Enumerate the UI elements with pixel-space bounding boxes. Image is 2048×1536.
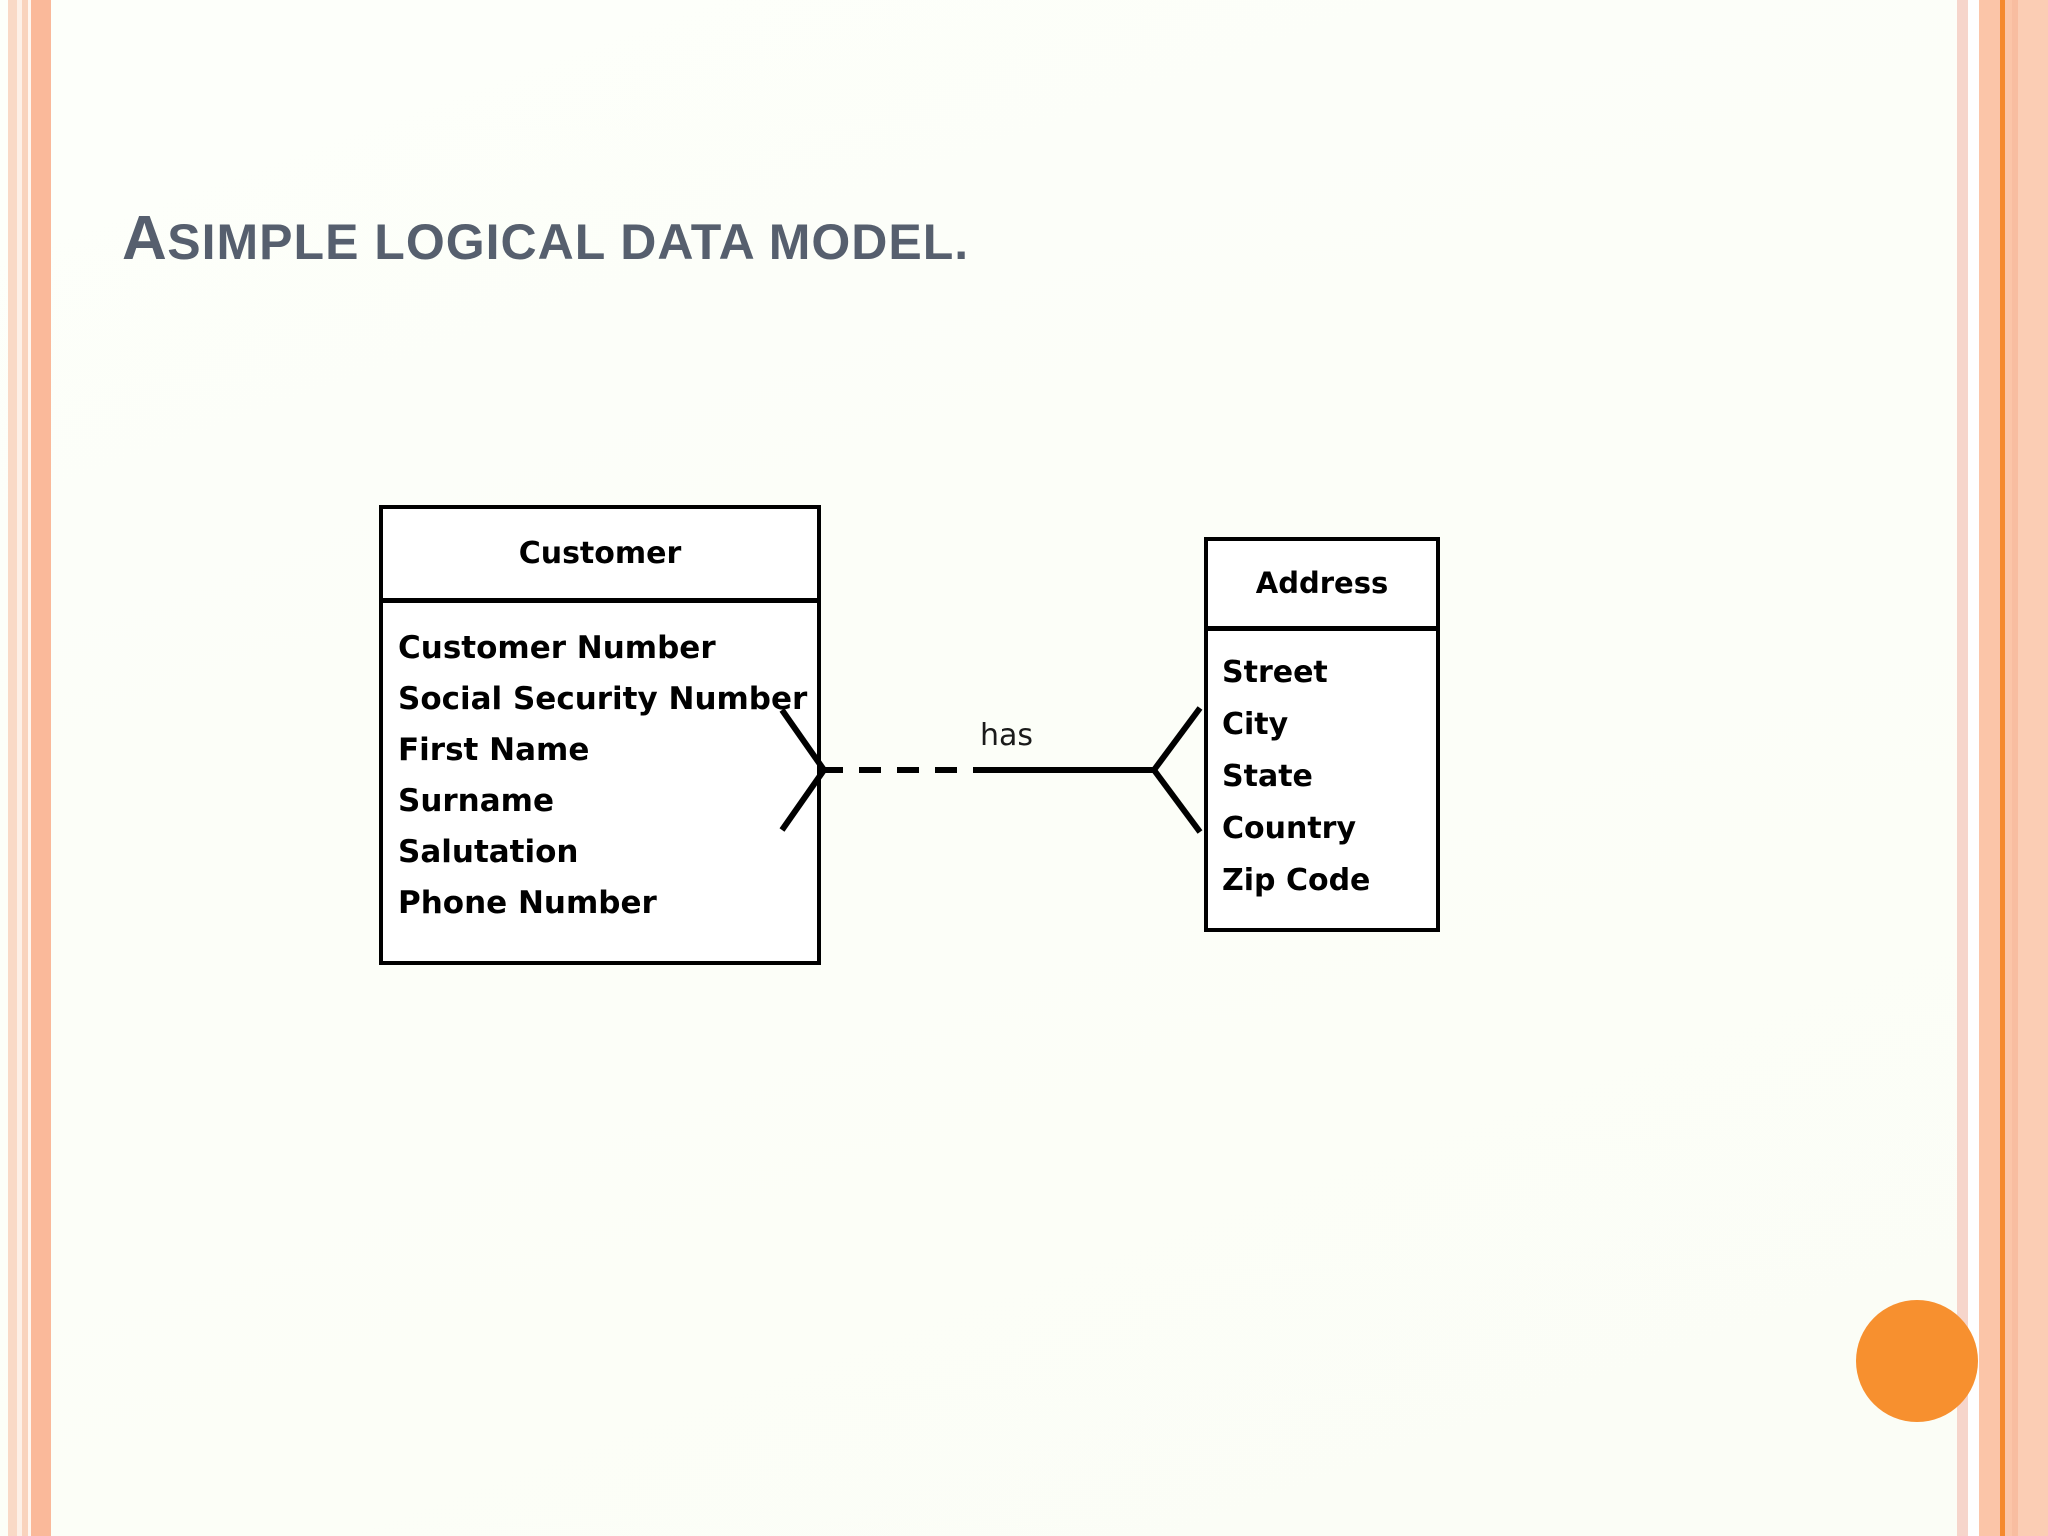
attribute-row: Social Security Number: [398, 681, 808, 717]
attribute-row: Salutation: [398, 834, 579, 870]
entity-customer: Customer Customer Number Social Security…: [379, 505, 821, 965]
entity-address-header: Address: [1255, 566, 1389, 600]
relationship-connector: [779, 706, 1203, 834]
attribute-row: City: [1222, 707, 1289, 742]
attribute-row: Zip Code: [1222, 863, 1371, 898]
attribute-row: State: [1222, 759, 1313, 794]
entity-address-divider: [1208, 626, 1436, 631]
title-remainder: SIMPLE LOGICAL DATA MODEL.: [167, 214, 970, 270]
attribute-row: Phone Number: [398, 885, 657, 921]
entity-customer-divider: [383, 598, 817, 603]
relationship-label-has: has: [980, 718, 1034, 753]
page-title: ASIMPLE LOGICAL DATA MODEL.: [122, 206, 969, 271]
title-first-letter: A: [122, 204, 168, 273]
entity-customer-header: Customer: [518, 536, 682, 571]
entity-address: Address Street City State Country Zip Co…: [1204, 537, 1440, 932]
entity-address-attributes: Street City State Country Zip Code: [1208, 631, 1436, 907]
accent-circle: [1856, 1300, 1978, 1422]
attribute-row: Street: [1222, 655, 1328, 690]
attribute-row: Surname: [398, 783, 554, 819]
crows-foot-address: [1151, 706, 1203, 834]
crows-foot-customer: [779, 708, 827, 832]
entity-customer-attributes: Customer Number Social Security Number F…: [383, 603, 817, 929]
attribute-row: First Name: [398, 732, 590, 768]
attribute-row: Country: [1222, 811, 1357, 846]
attribute-row: Customer Number: [398, 630, 716, 666]
